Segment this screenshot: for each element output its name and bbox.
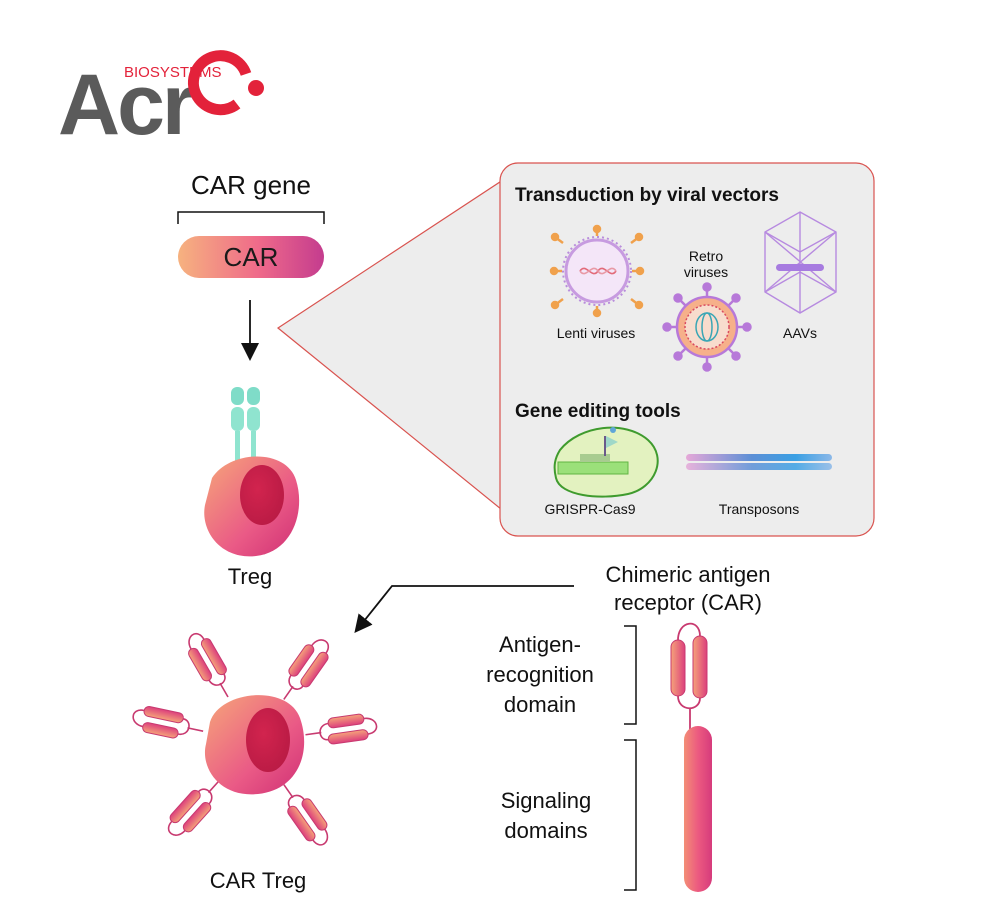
car-gene-pill: [178, 236, 324, 278]
logo-word: Acr: [58, 57, 195, 153]
signaling-bracket: [624, 739, 637, 891]
car-title-line2: receptor (CAR): [614, 590, 762, 615]
car-treg-cell: [129, 627, 379, 852]
signaling-label-line2: domains: [504, 818, 587, 843]
car-treg-nucleus: [246, 708, 290, 772]
crispr-label: GRISPR-Cas9: [544, 501, 635, 517]
signaling-domain-rod: [684, 726, 712, 892]
car-gene-bracket: [177, 211, 325, 224]
car-treg-label: CAR Treg: [210, 868, 307, 893]
car-pill-label: CAR: [224, 242, 279, 272]
transposon-label: Transposons: [719, 501, 799, 517]
antigen-label-line3: domain: [504, 692, 576, 717]
antigen-label-line1: Antigen-: [499, 632, 581, 657]
gene-editing-title: Gene editing tools: [515, 401, 681, 422]
car-to-cartreg-arrow: [354, 585, 574, 634]
logo-o-mark: [187, 50, 252, 116]
retro-label-line1: Retro: [689, 248, 723, 264]
transposon-icon: [686, 454, 832, 470]
logo-subtitle: BIOSYSTEMS: [124, 64, 222, 81]
car-gene-title: CAR gene: [191, 170, 311, 200]
tcr-chain-a2: [231, 407, 244, 431]
viral-vectors-title: Transduction by viral vectors: [515, 185, 779, 206]
acro-logo: Acr BIOSYSTEMS: [58, 50, 264, 153]
antigen-label-line2: recognition: [486, 662, 594, 687]
retro-label-line2: viruses: [684, 264, 728, 280]
logo-dot: [248, 80, 264, 96]
treg-label: Treg: [228, 564, 272, 589]
zoom-wedge: [276, 172, 513, 520]
crispr-cas9-icon: [553, 426, 659, 498]
tcr-chain-b1: [247, 387, 260, 405]
antigen-bracket: [624, 625, 637, 725]
aav-label: AAVs: [783, 325, 817, 341]
tcr-chain-a1: [231, 387, 244, 405]
car-structure: [670, 622, 712, 892]
treg-cell: [204, 387, 300, 557]
treg-nucleus: [240, 465, 284, 525]
aav-icon: [764, 211, 837, 314]
retro-virus-icon: [662, 282, 752, 372]
car-title-line1: Chimeric antigen: [605, 562, 770, 587]
lenti-label: Lenti viruses: [557, 325, 636, 341]
signaling-label-line1: Signaling: [501, 788, 592, 813]
lenti-virus-icon: [549, 224, 645, 318]
tcr-chain-b2: [247, 407, 260, 431]
